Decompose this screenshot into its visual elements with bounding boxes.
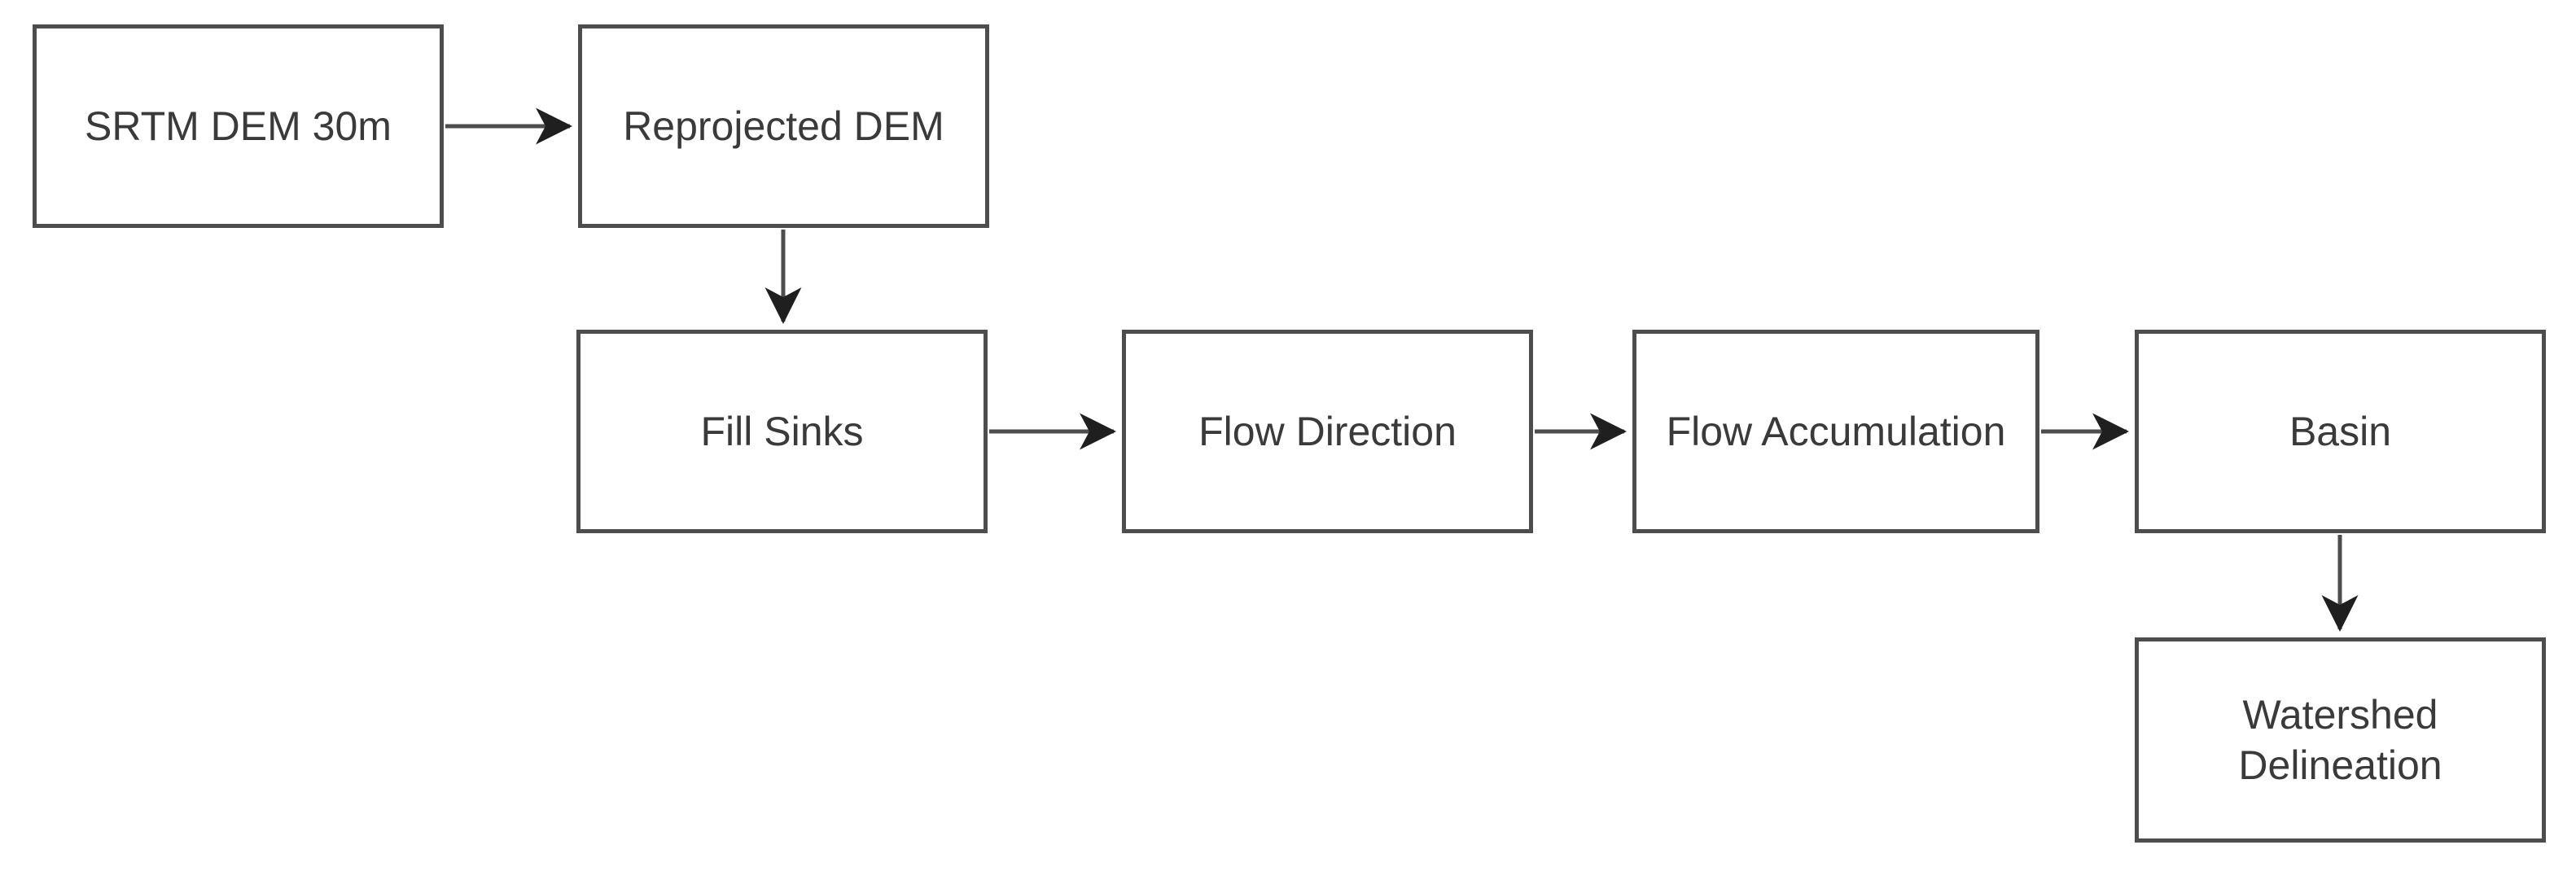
node-flow-accumulation: Flow Accumulation bbox=[1632, 330, 2039, 533]
node-basin: Basin bbox=[2135, 330, 2546, 533]
node-reprojected-dem: Reprojected DEM bbox=[578, 24, 989, 228]
node-label: SRTM DEM 30m bbox=[85, 103, 392, 149]
node-flow-direction: Flow Direction bbox=[1122, 330, 1533, 533]
node-label: Flow Direction bbox=[1198, 409, 1457, 454]
node-label: Watershed Delineation bbox=[2238, 692, 2442, 788]
node-label: Basin bbox=[2289, 409, 2392, 454]
node-srtm-dem-30m: SRTM DEM 30m bbox=[33, 24, 444, 228]
node-label: Flow Accumulation bbox=[1666, 409, 2006, 454]
node-label: Fill Sinks bbox=[700, 409, 864, 454]
node-fill-sinks: Fill Sinks bbox=[576, 330, 988, 533]
node-label: Reprojected DEM bbox=[623, 103, 944, 149]
node-watershed-delineation: Watershed Delineation bbox=[2135, 637, 2546, 843]
